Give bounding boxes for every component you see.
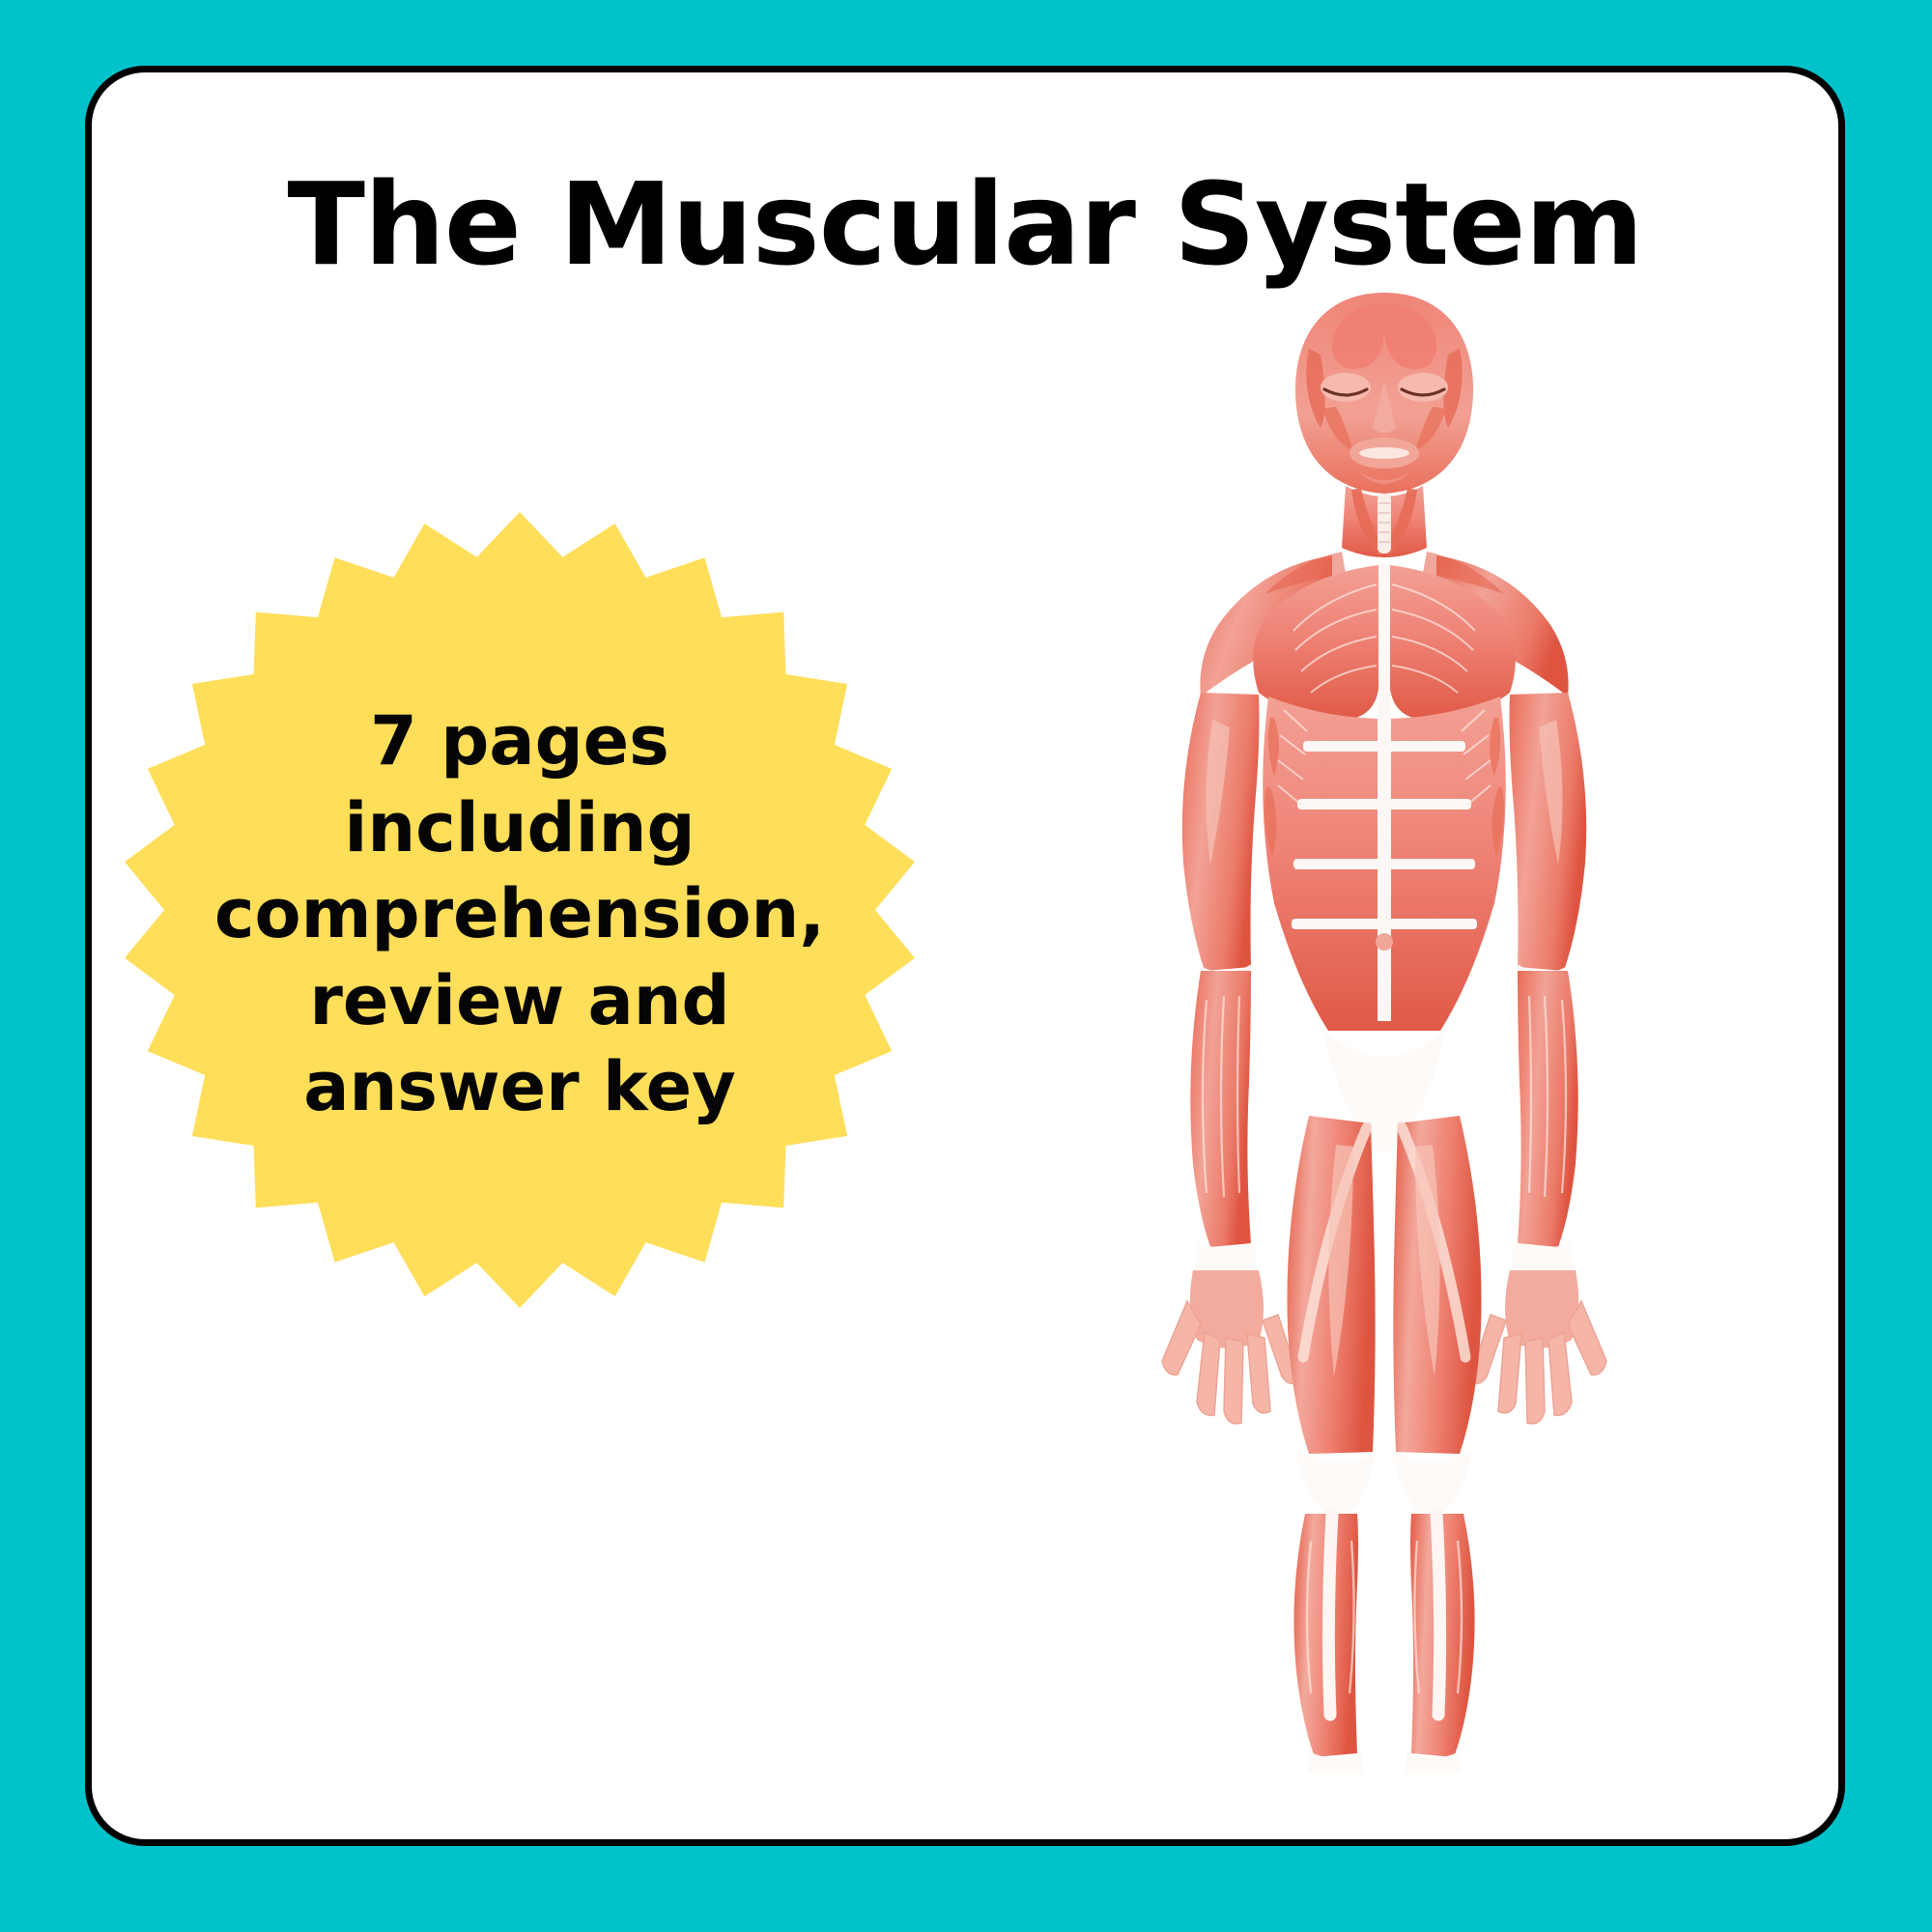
foot-muscles <box>1307 1751 1462 1773</box>
starburst-badge: 7 pages including comprehension, review … <box>119 509 921 1311</box>
head-muscles <box>1295 293 1473 494</box>
arm-muscles <box>1181 693 1587 1279</box>
neck-muscles <box>1342 486 1427 557</box>
abdominal-muscles <box>1263 696 1506 1154</box>
muscular-system-illustration <box>1161 293 1607 1773</box>
page-title: The Muscular System <box>287 157 1643 291</box>
badge-line-1: 7 pages <box>370 701 669 781</box>
leg-muscles <box>1287 1116 1482 1757</box>
badge-line-3: comprehension, <box>214 874 825 954</box>
badge-text-block: 7 pages including comprehension, review … <box>204 654 836 1176</box>
starburst-shape-icon <box>125 512 915 1308</box>
badge-line-5: answer key <box>303 1047 736 1127</box>
anatomy-figure <box>1104 266 1664 1773</box>
badge-line-4: review and <box>309 960 730 1040</box>
chest-muscles <box>1253 563 1516 720</box>
poster-card: The Muscular System 7 pages including co… <box>85 66 1845 1846</box>
badge-line-2: including <box>344 787 696 867</box>
hand-muscles <box>1161 1270 1607 1425</box>
